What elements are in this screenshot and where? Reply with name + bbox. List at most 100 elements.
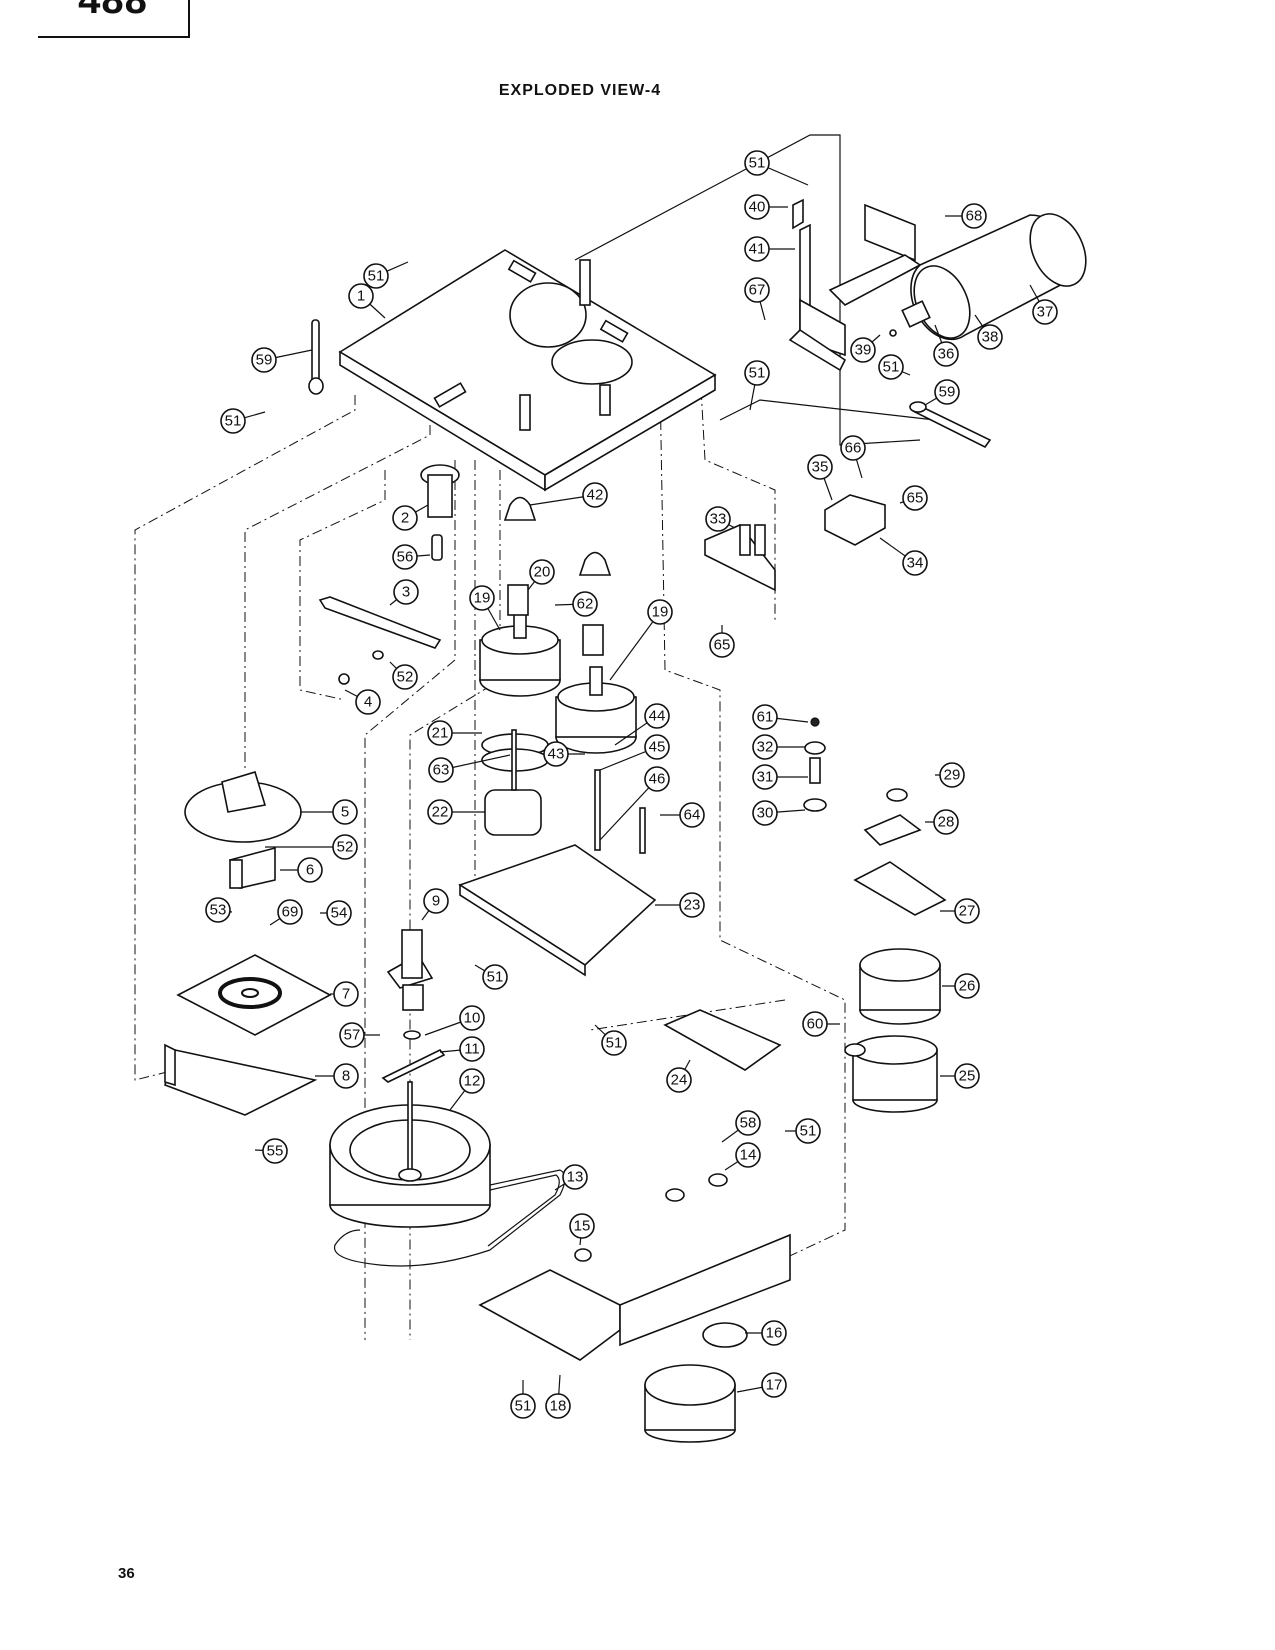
callout-circle <box>326 900 352 926</box>
callout-circle <box>332 799 358 825</box>
callout-label: 23 <box>684 897 701 914</box>
callout-circle <box>933 341 959 367</box>
callout-circle <box>752 734 778 760</box>
callout-part-51: 51 <box>594 1024 627 1056</box>
callout-part-24: 24 <box>666 1059 692 1093</box>
callout-part-40: 40 <box>744 194 788 220</box>
callout-circle <box>482 964 508 990</box>
page-number: 36 <box>118 1565 135 1582</box>
callout-circle <box>954 1063 980 1089</box>
callout-label: 52 <box>337 839 354 856</box>
callout-circle <box>933 809 959 835</box>
callout-part-51: 51 <box>220 408 266 434</box>
callout-part-26: 26 <box>942 973 980 999</box>
callout-circle <box>529 559 555 585</box>
part-4 <box>338 673 350 685</box>
callout-part-35: 35 <box>807 454 833 501</box>
callout-part-37: 37 <box>1029 284 1058 325</box>
springs-part-20 <box>507 584 604 656</box>
callout-label: 10 <box>464 1010 481 1027</box>
gear-part-32 <box>804 741 826 755</box>
model-number-box <box>38 0 190 38</box>
reel-part-22 <box>484 729 542 836</box>
callout-circle <box>601 1030 627 1056</box>
callout-circle <box>744 236 770 262</box>
callout-label: 3 <box>402 584 410 601</box>
callout-circle <box>840 435 866 461</box>
callout-part-25: 25 <box>940 1063 980 1089</box>
callout-label: 28 <box>938 814 955 831</box>
callout-part-9: 9 <box>421 888 449 921</box>
callout-part-51: 51 <box>878 354 911 380</box>
callout-label: 18 <box>550 1398 567 1415</box>
callout-part-5: 5 <box>300 799 358 825</box>
callout-label: 51 <box>800 1123 817 1140</box>
callout-circle <box>977 324 1003 350</box>
callout-label: 39 <box>855 342 872 359</box>
callout-label: 33 <box>710 511 727 528</box>
callout-circle <box>582 482 608 508</box>
bracket-part-27 <box>853 861 947 916</box>
callout-part-57: 57 <box>339 1022 380 1048</box>
callout-label: 17 <box>766 1377 783 1394</box>
callout-circle <box>752 764 778 790</box>
callout-circle <box>807 454 833 480</box>
callout-part-13: 13 <box>554 1164 588 1191</box>
model-number: 488 <box>78 0 148 22</box>
callout-part-52: 52 <box>389 661 418 690</box>
callout-part-32: 32 <box>752 734 805 760</box>
callout-circle <box>744 360 770 386</box>
callout-circle <box>392 544 418 570</box>
callout-part-67: 67 <box>744 277 770 321</box>
callout-circle <box>205 897 231 923</box>
part-40 <box>792 198 804 230</box>
callout-label: 51 <box>487 969 504 986</box>
callout-label: 51 <box>606 1035 623 1052</box>
callout-circle <box>795 1118 821 1144</box>
callout-part-39: 39 <box>850 334 881 363</box>
callout-part-18: 18 <box>545 1374 571 1419</box>
callout-part-22: 22 <box>427 799 485 825</box>
spring-part-31 <box>809 757 821 784</box>
callout-label: 26 <box>959 978 976 995</box>
callout-circle <box>744 194 770 220</box>
callout-part-51: 51 <box>785 1118 821 1144</box>
callout-part-51: 51 <box>474 964 508 990</box>
callout-label: 65 <box>714 637 731 654</box>
callout-part-8: 8 <box>315 1063 359 1089</box>
callout-label: 63 <box>433 762 450 779</box>
callout-label: 29 <box>944 767 961 784</box>
part-52a <box>372 650 384 660</box>
callout-part-51: 51 <box>363 261 409 289</box>
large-gear-part-5 <box>184 771 302 843</box>
switch-part-34-35 <box>824 494 886 546</box>
guide-line-pulley-left <box>364 460 456 1340</box>
callout-part-20: 20 <box>527 559 555 591</box>
callout-label: 68 <box>966 208 983 225</box>
callout-label: 31 <box>757 769 774 786</box>
callout-circle <box>850 337 876 363</box>
callout-part-44: 44 <box>614 703 670 746</box>
callout-label: 56 <box>397 549 414 566</box>
callout-circle <box>355 689 381 715</box>
callout-circle <box>961 203 987 229</box>
callout-circle <box>761 1372 787 1398</box>
callout-label: 51 <box>749 155 766 172</box>
housing-part-25 <box>852 1035 938 1113</box>
flywheel-part-12 <box>329 1081 491 1228</box>
callout-part-11: 11 <box>439 1036 485 1062</box>
callout-label: 41 <box>749 241 766 258</box>
callout-label: 32 <box>757 739 774 756</box>
callout-label: 51 <box>225 413 242 430</box>
callout-part-59: 59 <box>251 347 313 373</box>
callout-circle <box>709 632 735 658</box>
callout-circle <box>393 579 419 605</box>
callout-circle <box>332 834 358 860</box>
callout-part-21: 21 <box>427 720 482 746</box>
guide-line-lever <box>299 470 386 701</box>
bracket-part-8 <box>164 1043 318 1116</box>
callout-part-34: 34 <box>879 537 928 576</box>
bracket-part-6 <box>228 846 276 889</box>
callout-label: 60 <box>807 1016 824 1033</box>
